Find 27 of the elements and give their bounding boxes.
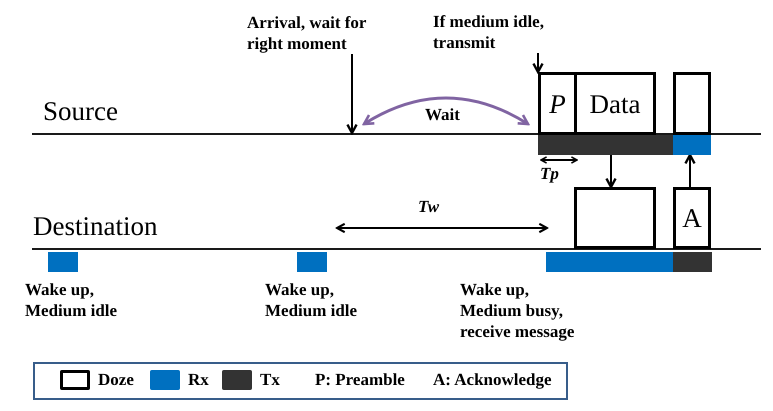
caption-text: Wake up, Medium idle [265, 279, 358, 321]
legend-text: Doze [98, 369, 134, 390]
doze-block [574, 187, 656, 249]
note-text: If medium idle, transmit [433, 11, 551, 53]
preamble-block: P [538, 72, 577, 135]
legend-text: Tx [260, 369, 280, 390]
doze-block [673, 72, 711, 135]
duration-label: Tp [540, 163, 559, 184]
note-text: Arrival, wait for right moment [247, 12, 377, 54]
duration-label: Tw [418, 196, 440, 217]
arrow [346, 54, 358, 134]
data-block: Data [574, 72, 656, 135]
ack-block: A [673, 187, 711, 249]
timeline-label: Destination [33, 211, 158, 241]
legend-text: A: Acknowledge [433, 369, 552, 390]
tx-bar [673, 252, 712, 272]
tx-bar [538, 135, 673, 155]
caption-text: Wake up, Medium busy, receive message [460, 279, 576, 342]
caption-text: Wake up, Medium idle [25, 279, 118, 321]
legend-text: Rx [188, 369, 209, 390]
arrow [532, 53, 544, 74]
timeline-label: Source [43, 96, 118, 126]
arrow [605, 155, 617, 188]
duration-label: Wait [425, 104, 460, 125]
arrow [684, 154, 696, 187]
legend-text: P: Preamble [315, 369, 405, 390]
rx-bar [673, 135, 711, 155]
